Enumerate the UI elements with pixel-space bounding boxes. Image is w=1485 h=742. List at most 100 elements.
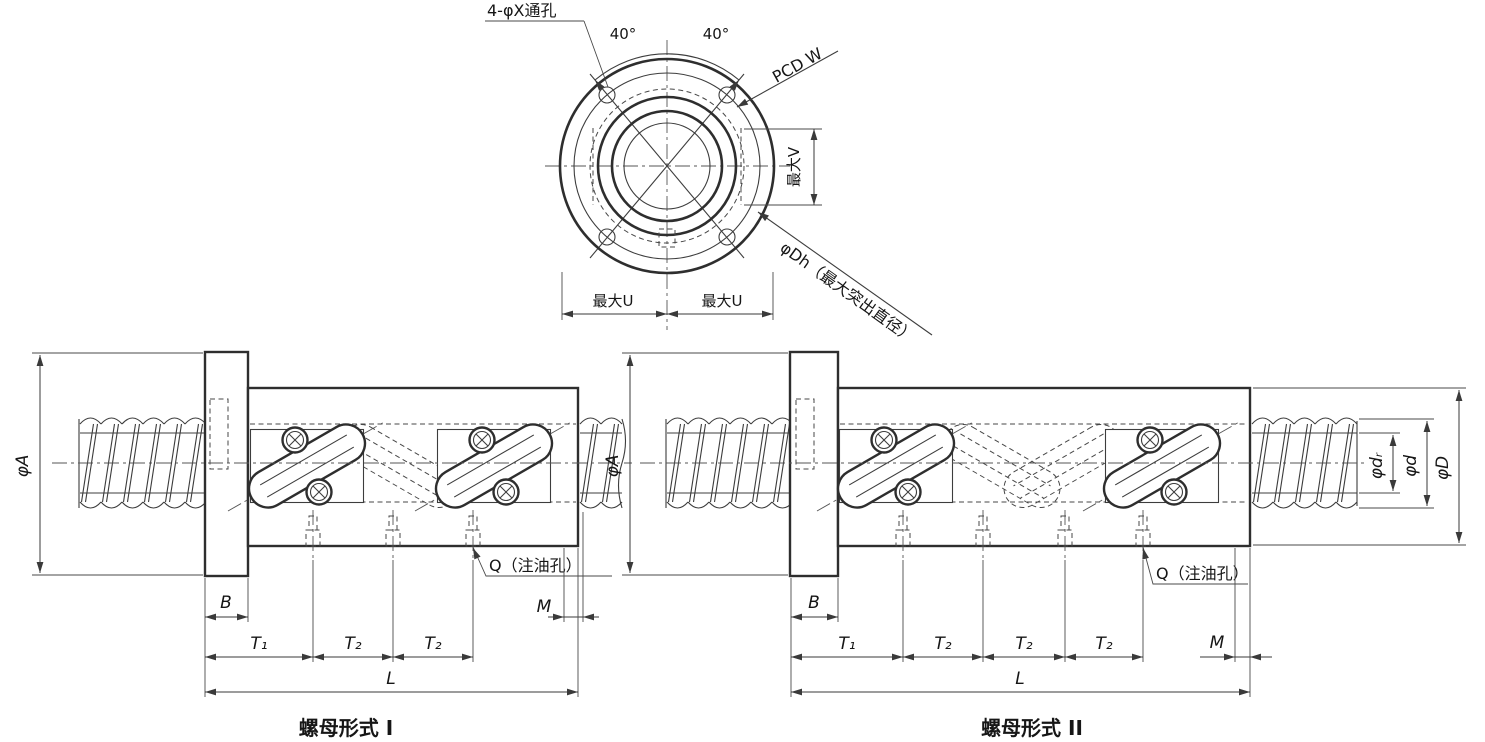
- angle-left-label: 40°: [610, 25, 637, 43]
- max-u-right-label: 最大U: [702, 292, 743, 310]
- protrusion-label: φDh（最大突出直径）: [777, 238, 919, 347]
- dim-label-t1: T₁: [838, 634, 855, 654]
- nut-type-1-view: φA Q（注油孔） B M T₁ T₂ T₂ L 螺母形式 I: [13, 350, 632, 740]
- dim-label-t1: T₁: [250, 634, 267, 654]
- dh-leader-line: [757, 211, 933, 336]
- dim-arrowhead: [667, 310, 678, 318]
- dim-arrowhead: [1142, 548, 1149, 560]
- dim-arrowhead: [626, 562, 634, 573]
- dim-label-b: B: [808, 593, 820, 613]
- bore-circle: [610, 109, 724, 223]
- dim-label-l: L: [386, 669, 395, 689]
- dim-arrowhead: [237, 613, 248, 621]
- dim-arrowhead: [382, 653, 393, 661]
- screw-break-line: [617, 418, 627, 509]
- flange: [788, 350, 840, 578]
- bolt-hole: [718, 228, 736, 246]
- dim-arrowhead: [205, 653, 216, 661]
- thread-bore-circle: [623, 122, 711, 210]
- dim-arrowhead: [562, 310, 573, 318]
- dim-arrowhead: [36, 355, 44, 366]
- dim-arrowhead: [36, 562, 44, 573]
- dim-arrowhead: [302, 653, 313, 661]
- hole-callout-label: 4-φX通孔: [487, 1, 556, 20]
- dim-arrowhead: [205, 688, 216, 696]
- dim-label-phi-a: φA: [13, 455, 33, 478]
- dim-arrowhead: [983, 653, 994, 661]
- dim-arrowhead: [1455, 532, 1463, 543]
- use-primitive: [817, 418, 975, 515]
- dim-arrowhead: [205, 613, 216, 621]
- dim-arrowhead: [1423, 495, 1431, 506]
- dim-arrowhead: [1054, 653, 1065, 661]
- dim-label-t2: T₂: [1095, 634, 1112, 654]
- dim-arrowhead: [762, 310, 773, 318]
- dim-label-phi-dr: φdᵣ: [1367, 452, 1387, 479]
- bolt-hole: [718, 86, 736, 104]
- dim-arrowhead: [1455, 390, 1463, 401]
- dim-arrowhead: [810, 129, 818, 140]
- dim-arrowhead: [393, 653, 404, 661]
- dim-arrowhead: [903, 653, 914, 661]
- dim-arrowhead: [553, 613, 564, 621]
- dim-arrowhead: [626, 355, 634, 366]
- max-v-label: 最大V: [785, 146, 803, 187]
- dim-arrowhead: [758, 212, 769, 222]
- dim-arrowhead: [729, 80, 739, 91]
- dim-arrowhead: [473, 548, 481, 560]
- dim-label-phi-a: φA: [603, 455, 623, 478]
- view-title-nut-type-2: 螺母形式 II: [981, 716, 1083, 740]
- dim-arrowhead: [595, 80, 605, 91]
- dim-arrowhead: [1239, 688, 1250, 696]
- hidden-flange-hole: [795, 398, 815, 470]
- dim-arrowhead: [1423, 421, 1431, 432]
- bolt-hole: [598, 228, 616, 246]
- view-title-nut-type-1: 螺母形式 I: [299, 716, 393, 740]
- angle-dimension-arc: [594, 53, 740, 81]
- dim-label-m: M: [1210, 633, 1225, 653]
- leader-line: [583, 20, 609, 88]
- use-primitive: [1083, 418, 1241, 515]
- max-u-left-label: 最大U: [593, 292, 634, 310]
- dim-arrowhead: [583, 613, 594, 621]
- dim-arrowhead: [892, 653, 903, 661]
- dim-arrowhead: [1132, 653, 1143, 661]
- dim-arrowhead: [1389, 435, 1397, 446]
- dim-label-t2: T₂: [934, 634, 951, 654]
- dim-arrowhead: [1065, 653, 1076, 661]
- dim-label-m: M: [537, 597, 552, 617]
- dim-label-t2: T₂: [424, 634, 441, 654]
- dim-arrowhead: [1389, 480, 1397, 491]
- angle-right-label: 40°: [703, 25, 730, 43]
- dim-label-phi-d: φd: [1401, 455, 1421, 477]
- flange-front-view: 40° 40° 4-φX通孔 PCD W 最大V φDh（最大突出直径） 最大U…: [485, 1, 933, 347]
- use-primitive: [228, 418, 386, 515]
- dim-arrowhead: [791, 653, 802, 661]
- dim-arrowhead: [827, 613, 838, 621]
- dim-label-phi-big-d: φD: [1433, 456, 1453, 480]
- dim-label-b: B: [220, 593, 232, 613]
- dim-arrowhead: [972, 653, 983, 661]
- pcd-label: PCD W: [769, 44, 826, 87]
- dim-arrowhead: [462, 653, 473, 661]
- dim-arrowhead: [810, 194, 818, 205]
- use-primitive: [415, 418, 573, 515]
- pcd-leader-line: [736, 50, 839, 108]
- bolt-hole: [598, 86, 616, 104]
- dim-arrowhead: [1250, 653, 1261, 661]
- hidden-circle: [589, 88, 745, 244]
- dim-arrowhead: [791, 688, 802, 696]
- bolt-hole-diagonal-centerline: [589, 73, 745, 259]
- nut-type-2-view: φA Q（注油孔） B T₁ T₂ T₂ T₂ M L: [603, 350, 1466, 740]
- dim-arrowhead: [791, 613, 802, 621]
- dim-arrowhead: [1224, 653, 1235, 661]
- flange-outer-circle: [558, 57, 776, 275]
- dim-arrowhead: [567, 688, 578, 696]
- flange: [203, 350, 250, 578]
- dim-label-t2: T₂: [1015, 634, 1032, 654]
- oil-hole-leader: [1142, 546, 1248, 585]
- oil-hole-label: Q（注油孔）: [1156, 564, 1249, 583]
- dim-label-l: L: [1015, 669, 1024, 689]
